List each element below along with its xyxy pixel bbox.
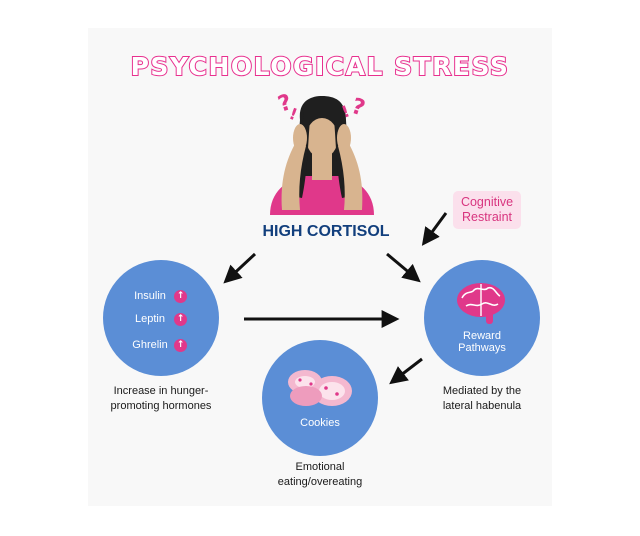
cookies-label: Cookies <box>300 417 340 429</box>
cognitive-restraint-box: Cognitive Restraint <box>453 191 521 229</box>
cookies-icon <box>288 370 352 406</box>
arrow-restraint-to-reward <box>421 212 448 246</box>
hormone-leptin-label: Leptin <box>135 313 165 325</box>
reward-pathways-label: Reward Pathways <box>458 330 506 354</box>
arrow-to-reward <box>386 252 421 283</box>
reward-circle <box>424 260 540 376</box>
reward-caption: Mediated by the lateral habenula <box>442 385 522 412</box>
hormones-caption: Increase in hunger-promoting hormones <box>110 385 212 412</box>
high-cortisol-label: HIGH CORTISOL <box>262 223 390 240</box>
leptin-up-icon: ↑ <box>174 313 187 326</box>
insulin-up-icon: ↑ <box>174 290 187 303</box>
brain-icon <box>457 283 505 324</box>
stressed-person-illustration <box>270 96 374 215</box>
hormone-insulin-label: Insulin <box>134 290 166 302</box>
hormones-circle <box>103 260 219 376</box>
arrow-to-hormones <box>223 252 257 284</box>
diagram-title: PSYCHOLOGICAL STRESS <box>130 51 510 82</box>
ghrelin-up-icon: ↑ <box>174 339 187 352</box>
cookies-caption: Emotional eating/overeating <box>277 461 363 488</box>
hormone-ghrelin-label: Ghrelin <box>132 339 168 351</box>
arrow-reward-to-cookies <box>389 357 423 385</box>
